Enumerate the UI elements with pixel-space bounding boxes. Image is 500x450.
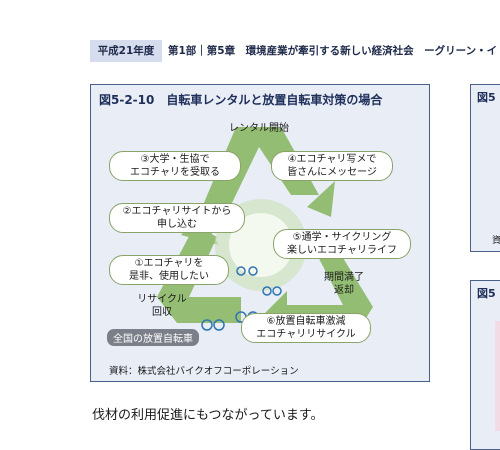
side-figure-top: 図5 <box>470 84 500 252</box>
step1-box: ①エコチャリを 是非、使用したい <box>109 255 229 285</box>
step5-box: ⑤通学・サイクリング 楽しいエコチャリライフ <box>273 229 411 259</box>
figure-title: 図5-2-10 自転車レンタルと放置自転車対策の場合 <box>99 93 383 107</box>
abandoned-bikes-label: 全国の放置自転車 <box>107 329 199 346</box>
period-end-label: 期間満了 返却 <box>324 272 364 296</box>
source-note: 資料：株式会社バイクオフコーポレーション <box>109 366 299 377</box>
side-figure-bottom-panel <box>495 321 500 431</box>
side-figure-bottom-title: 図5 <box>477 287 496 300</box>
step6-box: ⑥放置自転車激減 エコチャリリサイクル <box>241 313 371 343</box>
body-paragraph: 伐材の利用促進にもつながっています。 <box>92 408 324 423</box>
recycle-label: リサイクル 回収 <box>137 294 187 318</box>
rental-start-label: レンタル開始 <box>229 123 289 134</box>
side-figure-bottom: 図5 <box>470 280 500 450</box>
step2-box: ②エコチャリサイトから 申し込む <box>109 203 245 233</box>
side-figure-top-title: 図5 <box>477 91 496 104</box>
step3-box: ③大学・生協で エコチャリを受取る <box>109 151 241 181</box>
year-tag: 平成21年度 <box>90 40 162 62</box>
breadcrumb: 第1部｜第5章 環境産業が牽引する新しい経済社会 ーグリーン・イ <box>168 45 498 57</box>
side-figure-top-note: 資 <box>492 236 500 246</box>
step4-box: ④エコチャリ写メで 皆さんにメッセージ <box>271 151 393 181</box>
figure-panel: 図5-2-10 自転車レンタルと放置自転車対策の場合 レンタル開始 ③大学・生協… <box>90 84 430 382</box>
